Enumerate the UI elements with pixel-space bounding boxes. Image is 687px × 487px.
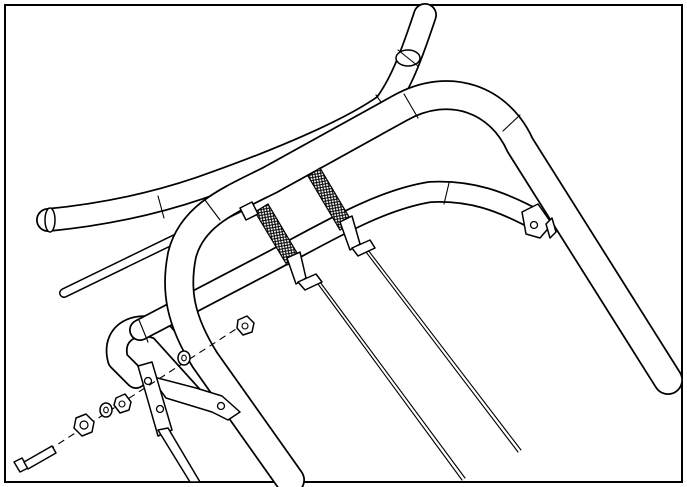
washer xyxy=(99,402,113,418)
top-nut xyxy=(236,315,255,336)
inner-frame-tube xyxy=(105,180,551,413)
left-cable-adjuster xyxy=(239,201,323,291)
lock-nut xyxy=(73,413,95,437)
mounting-washer xyxy=(177,350,191,366)
rear-right-bracket xyxy=(521,203,557,239)
left-cable xyxy=(317,281,466,481)
spacer-nut xyxy=(113,393,132,414)
right-cable-adjuster xyxy=(307,167,376,257)
right-cable xyxy=(365,249,522,453)
explode-axis-line xyxy=(17,319,251,471)
outer-frame-loop-tube xyxy=(164,80,683,487)
bolt xyxy=(13,445,57,473)
front-left-bracket xyxy=(137,361,241,483)
